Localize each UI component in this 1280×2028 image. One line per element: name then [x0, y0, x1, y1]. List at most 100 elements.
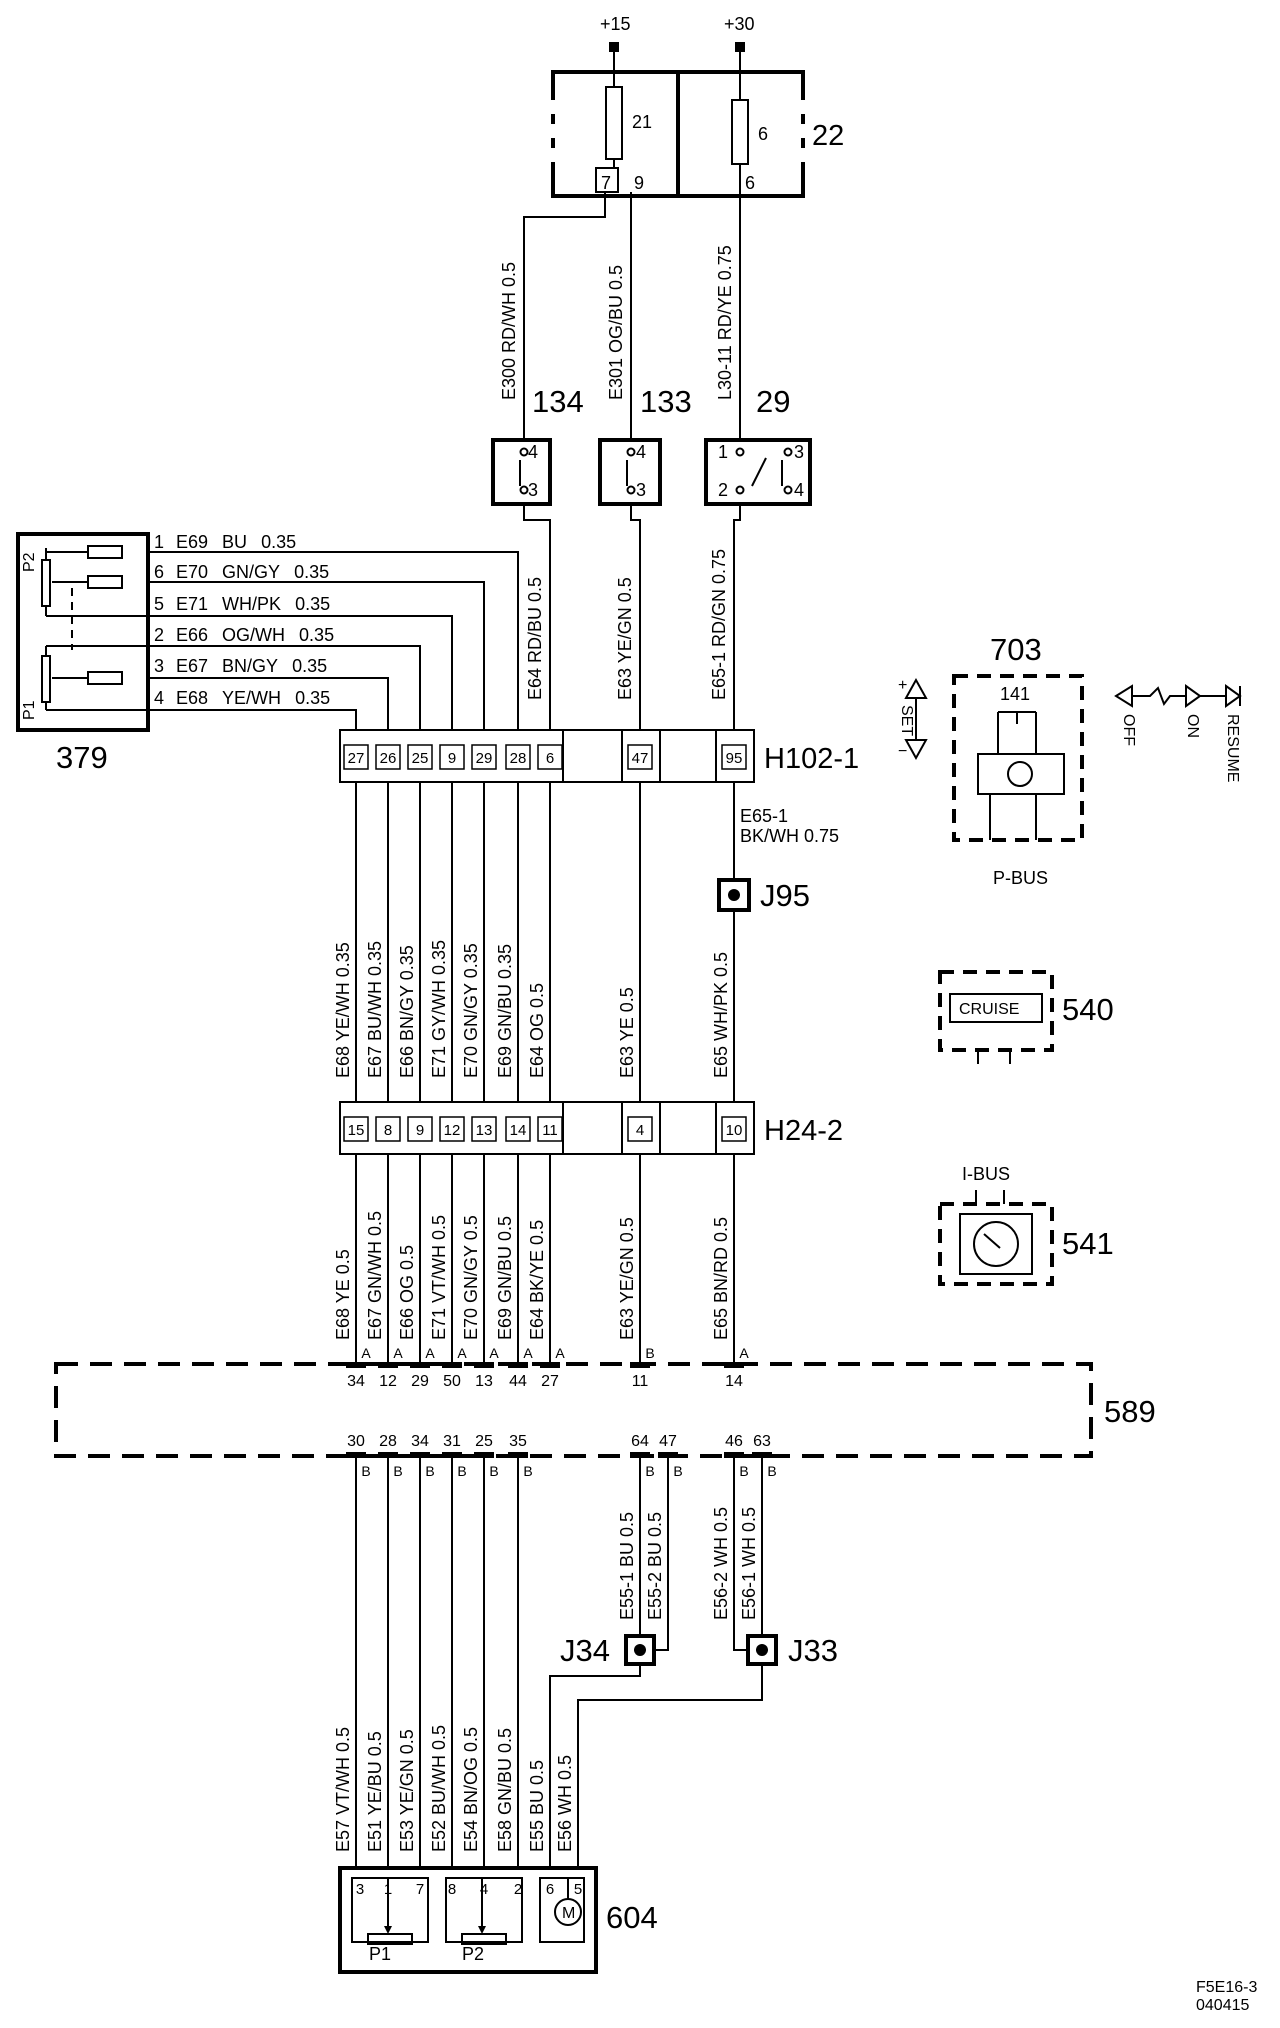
- wire-e69-gnbu-label: E69 GN/BU 0.35: [495, 944, 515, 1078]
- switch-133-pin-3: 3: [636, 480, 646, 500]
- fuse-6: [731, 99, 749, 165]
- ecu589-top-conn-A: A: [457, 1345, 467, 1361]
- h102-pin-cell: [627, 744, 653, 770]
- switch-29: 29 1 3 2 4: [704, 384, 812, 506]
- wire-e55-1-label: E55-1 BU 0.5: [617, 1512, 637, 1620]
- h102-pin-cell: [343, 744, 369, 770]
- fuse-21-pin-a: 7: [601, 173, 611, 193]
- ecu589-top-pin-34: 34: [347, 1373, 365, 1390]
- wire-e71-gywh-label: E71 GY/WH 0.35: [429, 940, 449, 1078]
- fuse-21-pin-b: 9: [634, 173, 644, 193]
- ecu589-bottom-conn-B: B: [523, 1463, 532, 1479]
- arrow-left-icon: [1114, 684, 1133, 708]
- h24-pin-15: 15: [348, 1122, 365, 1139]
- wire-e63-yegn-label: E63 YE/GN 0.5: [615, 577, 635, 700]
- splice-j95-label: J95: [760, 878, 810, 913]
- stalk-on-label: ON: [1184, 714, 1201, 738]
- ecu589-bottom-conn-B: B: [393, 1463, 402, 1479]
- wire-e63-yegn-label-2: E63 YE/GN 0.5: [617, 1217, 637, 1340]
- wire-e71-vtwh-label: E71 VT/WH 0.5: [429, 1215, 449, 1340]
- h24-pin-8: 8: [384, 1122, 392, 1139]
- h102-pin-cell: [505, 744, 531, 770]
- wire-e58-label: E58 GN/BU 0.5: [495, 1728, 515, 1852]
- arrow-right-icon: [1185, 684, 1202, 708]
- h102-pin-cell: [439, 744, 465, 770]
- ecu589-bottom-pin-64: 64: [631, 1433, 649, 1450]
- actuator-604-pin-5: 5: [574, 1881, 582, 1898]
- switch-133: 133 4 3: [598, 384, 692, 506]
- component-541-label: 541: [1062, 1226, 1114, 1261]
- wire-e68-yewh-label: E68 YE/WH 0.35: [333, 942, 353, 1078]
- ecu589-top-conn-A: A: [393, 1345, 403, 1361]
- wire-e65-1-bkwh-code: E65-1: [740, 806, 788, 826]
- ecu589-bottom-conn-B: B: [645, 1463, 654, 1479]
- ecu589-top-pin-50: 50: [443, 1373, 461, 1390]
- wire-e300-label: E300 RD/WH 0.5: [499, 262, 519, 400]
- h102-pin-cell: [407, 744, 433, 770]
- h24-pin-cell: [505, 1116, 531, 1142]
- arrow-right-double-icon: [1225, 684, 1242, 708]
- h24-pin-11: 11: [542, 1122, 558, 1139]
- splice-j33-label: J33: [788, 1633, 838, 1668]
- plus15-terminal: [609, 42, 619, 52]
- drawing-date: 040415: [1196, 1997, 1249, 2014]
- wire-e56-2-label: E56-2 WH 0.5: [711, 1507, 731, 1620]
- switch-29-pin-3: 3: [794, 442, 804, 462]
- drawing-id: F5E16-3: [1196, 1979, 1257, 1996]
- ecu589-bottom-pin-31: 31: [443, 1433, 461, 1450]
- h24-pin-14: 14: [510, 1122, 527, 1139]
- h102-pin-cell: [375, 744, 401, 770]
- wire-e56-1-label: E56-1 WH 0.5: [739, 1507, 759, 1620]
- fuse-21: [605, 86, 623, 160]
- h102-pin-95: 95: [726, 750, 743, 767]
- wire-e57-label: E57 VT/WH 0.5: [333, 1727, 353, 1852]
- switch-29-pin-2: 2: [718, 480, 728, 500]
- h102-pin-9: 9: [448, 750, 456, 767]
- wire-e301-label: E301 OG/BU 0.5: [606, 265, 626, 400]
- ecu589-top-pin-12: 12: [379, 1373, 397, 1390]
- actuator-604-label: 604: [606, 1900, 658, 1935]
- plus30-terminal: [735, 42, 745, 52]
- ecu589-bottom-pin-34: 34: [411, 1433, 429, 1450]
- wires-589-bottom: E55-1 BU 0.5 E55-2 BU 0.5 E56-2 WH 0.5 E…: [355, 1456, 763, 1868]
- component-540-label: 540: [1062, 992, 1114, 1027]
- switch-133-label: 133: [640, 384, 692, 419]
- ecu589-top-pin-11: 11: [632, 1373, 649, 1390]
- component-540: CRUISE 540: [938, 970, 1114, 1064]
- actuator-604-pin-3: 3: [356, 1881, 364, 1898]
- ecu589-bottom-conn-B: B: [767, 1463, 776, 1479]
- connector-h24-2: H24-2: [339, 1101, 843, 1155]
- actuator-604-pin-1: 1: [384, 1881, 392, 1898]
- h24-pin-cell: [721, 1116, 747, 1142]
- h102-pin-25: 25: [412, 750, 429, 767]
- component-379-p1: P1: [21, 700, 38, 720]
- ecu589-top-pin-13: 13: [475, 1373, 493, 1390]
- actuator-604-pin-2: 2: [514, 1881, 522, 1898]
- control-module-589: 589: [54, 1362, 1156, 1458]
- ecu589-top-conn-A: A: [489, 1345, 499, 1361]
- ecu589-bottom-pin-46: 46: [725, 1433, 743, 1450]
- cruise-indicator-text: CRUISE: [959, 1001, 1019, 1018]
- wire-e53-label: E53 YE/GN 0.5: [397, 1729, 417, 1852]
- splice-j33: J33: [746, 1633, 838, 1668]
- ecu589-top-pin-14: 14: [725, 1373, 743, 1390]
- h24-pin-cell: [343, 1116, 369, 1142]
- h102-pin-29: 29: [476, 750, 493, 767]
- stalk-plus: +: [898, 677, 907, 694]
- wire-e64-og-label: E64 OG 0.5: [527, 983, 547, 1078]
- wire-e70-gngy-label-2: E70 GN/GY 0.5: [461, 1215, 481, 1340]
- ecu589-bottom-conn-B: B: [489, 1463, 498, 1479]
- wire-e55-label: E55 BU 0.5: [527, 1760, 547, 1852]
- h102-pin-47: 47: [632, 750, 649, 767]
- ecu589-top-pin-27: 27: [541, 1373, 559, 1390]
- h102-pin-27: 27: [348, 750, 365, 767]
- wire-e65-bnrd-label: E65 BN/RD 0.5: [711, 1217, 731, 1340]
- switch-29-pin-1: 1: [718, 442, 728, 462]
- ecu589-bottom-pin-35: 35: [509, 1433, 527, 1450]
- component-703-bus: P-BUS: [993, 868, 1048, 888]
